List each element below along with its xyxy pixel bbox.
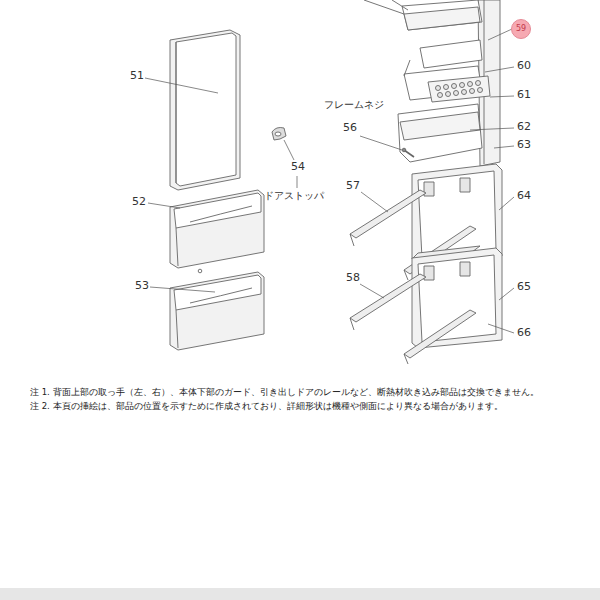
drawing-polygon <box>350 274 426 322</box>
drawing-line <box>150 287 215 292</box>
drawing-circle <box>478 88 483 93</box>
drawing-polygon <box>350 190 426 238</box>
drawing-line <box>360 136 402 150</box>
drawing-circle <box>402 148 406 152</box>
drawing-line <box>364 0 404 14</box>
callout-circle: 59 <box>511 19 531 39</box>
callout-number: 56 <box>343 122 357 135</box>
drawing-line <box>350 318 354 330</box>
drawing-circle <box>468 82 473 87</box>
drawing-line <box>488 29 512 40</box>
drawing-polygon <box>398 104 482 162</box>
drawing-circle <box>462 90 467 95</box>
drawing-path <box>272 128 286 141</box>
drawing-rect <box>424 182 434 196</box>
drawing-g <box>436 81 483 98</box>
drawing-circle <box>476 81 481 86</box>
drawing-polygon <box>400 112 480 140</box>
callout-number: 63 <box>517 139 531 152</box>
drawing-line <box>145 78 218 93</box>
drawing-path <box>190 206 252 222</box>
drawing-rect <box>460 262 470 276</box>
drawing-polygon <box>404 310 476 358</box>
callout-number: 59 <box>516 25 526 33</box>
footer-bar <box>0 588 600 600</box>
drawing-circle <box>470 89 475 94</box>
drawing-circle <box>452 84 457 89</box>
drawing-polygon <box>404 7 480 30</box>
drawing-line <box>297 176 298 188</box>
callout-number: 65 <box>517 281 531 294</box>
callout-number: 66 <box>517 327 531 340</box>
drawing-line <box>176 228 178 266</box>
drawing-ellipse <box>275 132 281 136</box>
drawing-path <box>190 288 252 303</box>
callout-number: 58 <box>346 272 360 285</box>
drawing-polygon <box>402 0 482 30</box>
drawing-circle <box>444 85 449 90</box>
drawing-circle <box>438 93 443 98</box>
drawing-polygon <box>418 171 496 258</box>
drawing-circle <box>436 86 441 91</box>
drawing-line <box>499 288 514 300</box>
drawing-line <box>494 146 514 148</box>
drawing-line <box>392 0 408 10</box>
drawing-line <box>499 197 514 210</box>
drawing-polygon <box>418 255 496 342</box>
drawing-circle <box>460 83 465 88</box>
drawing-rect <box>424 266 434 280</box>
drawer-frames <box>350 164 502 364</box>
callout-number: 51 <box>130 70 144 83</box>
drawing-polygon <box>170 30 240 190</box>
drawing-line <box>176 42 177 183</box>
part-name: ドアストッパ <box>264 190 324 202</box>
footnote: 注 2. 本頁の挿絵は、部品の位置を示すために作成されており、詳細形状は機種や側… <box>30 402 590 412</box>
drawing-circle <box>454 91 459 96</box>
drawing-polygon <box>170 272 264 350</box>
drawing-polygon <box>174 193 261 228</box>
callout-number: 57 <box>346 180 360 193</box>
drawing-line <box>350 234 354 246</box>
door-pockets <box>364 0 500 166</box>
callout-number: 62 <box>517 121 531 134</box>
drawing-circle <box>198 269 202 273</box>
drawing-polygon <box>176 33 236 186</box>
callout-number: 53 <box>135 280 149 293</box>
drawing-polygon <box>428 76 490 102</box>
callout-number: 64 <box>517 190 531 203</box>
drawing-line <box>284 140 294 160</box>
drawing-line <box>176 310 178 348</box>
footnote: 注 1. 背面上部の取っ手（左、右）、本体下部のガード、引き出しドアのレールなど… <box>30 388 590 398</box>
leader-lines <box>145 29 514 333</box>
drawing-polygon <box>420 40 482 68</box>
drawing-line <box>404 270 408 280</box>
callout-number: 61 <box>517 89 531 102</box>
drawing-circle <box>446 92 451 97</box>
callout-number: 60 <box>517 60 531 73</box>
drawing-line <box>404 60 410 76</box>
drawing-line <box>361 192 388 212</box>
drawing-line <box>148 203 180 208</box>
part-name: フレームネジ <box>324 99 384 111</box>
drawing-polygon <box>412 248 502 348</box>
drawing-rect <box>460 178 470 192</box>
drawing-line <box>488 324 514 333</box>
drawing-line <box>470 128 514 130</box>
drawing-line <box>485 67 514 72</box>
callout-number: 52 <box>132 196 146 209</box>
drawing-line <box>360 284 384 298</box>
drawing-polygon <box>174 275 261 310</box>
callout-number: 54 <box>291 161 305 174</box>
drawing-line <box>490 96 514 97</box>
drawing-line <box>404 354 408 364</box>
drawing-polygon <box>170 190 264 268</box>
